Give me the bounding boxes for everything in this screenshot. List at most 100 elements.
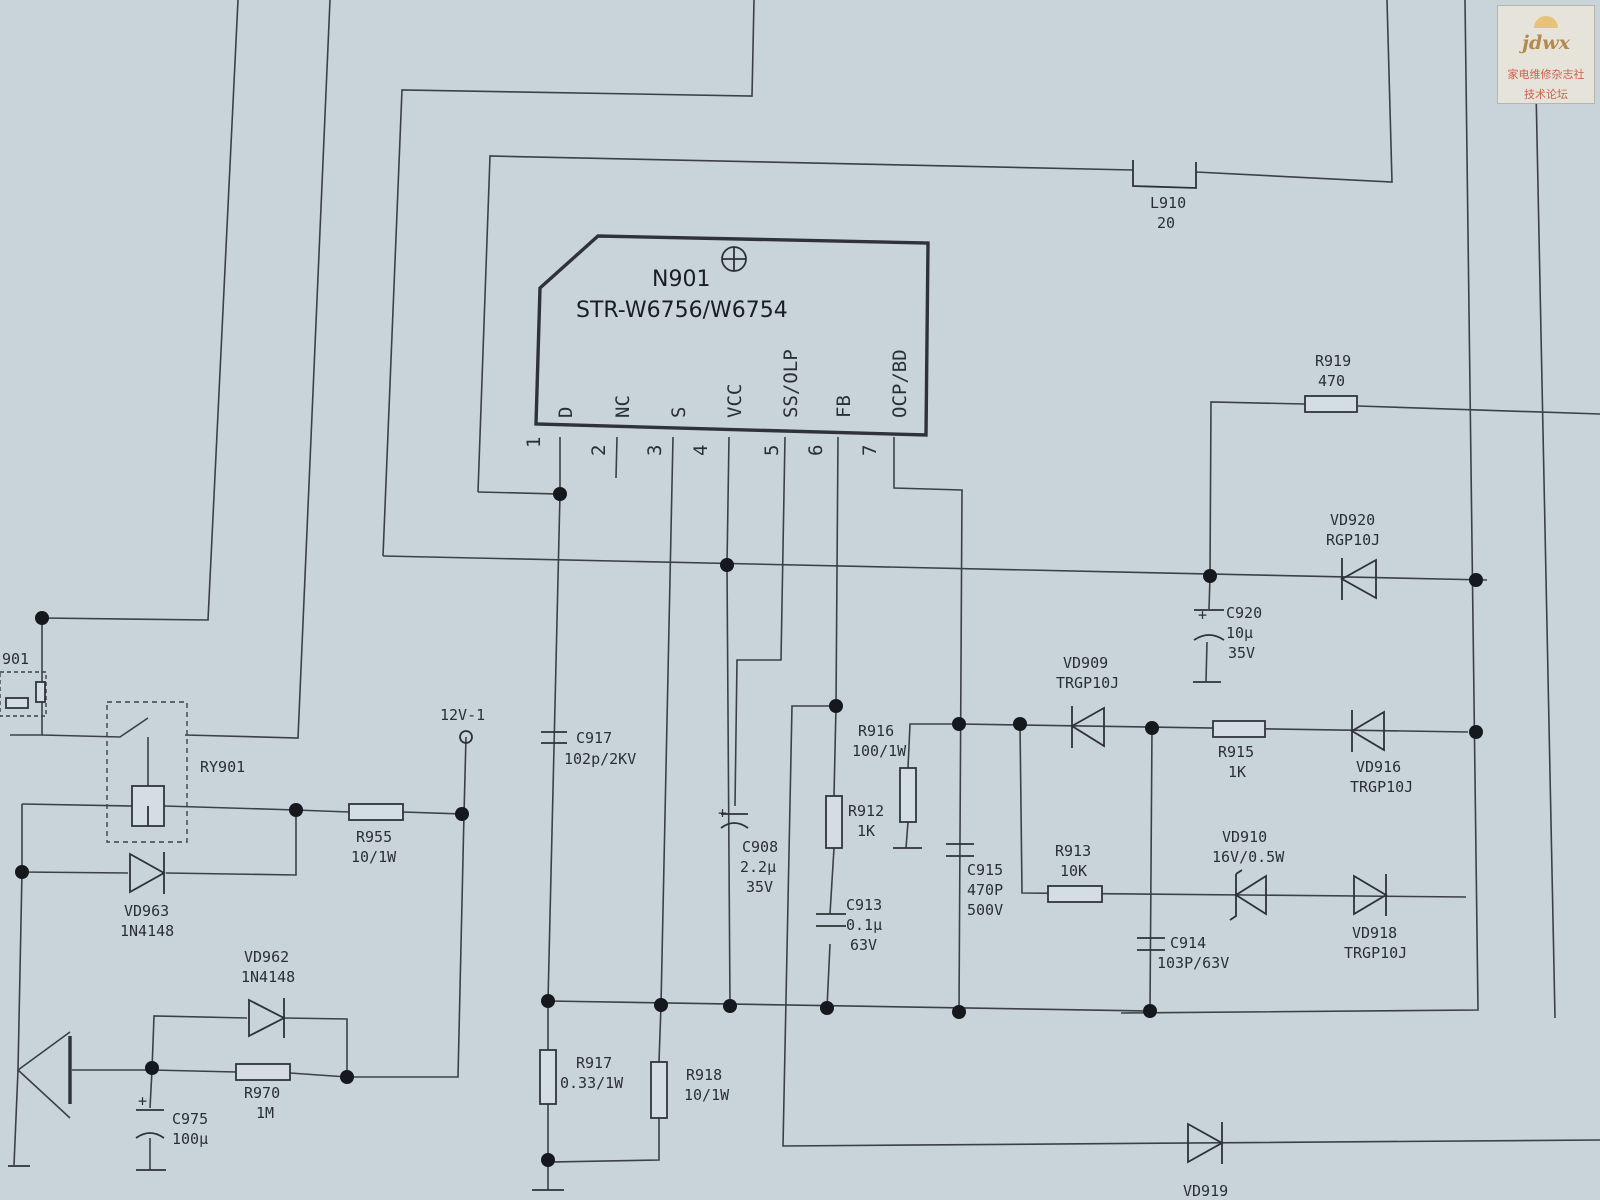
capacitor-c975: + C975 100µ	[135, 1092, 208, 1171]
r913-ref: R913	[1055, 842, 1091, 860]
vd918-value: TRGP10J	[1344, 944, 1407, 962]
resistor-r912: R912 1K	[825, 795, 884, 849]
capacitor-c914: C914 103P/63V	[1137, 934, 1229, 972]
pin-name-ss-olp: SS/OLP	[780, 349, 802, 418]
r915-value: 1K	[1228, 763, 1246, 781]
r970-ref: R970	[244, 1084, 280, 1102]
r918-value: 10/1W	[684, 1086, 730, 1104]
diode-vd909: VD909 TRGP10J	[1056, 654, 1119, 748]
partial-component-901: 901	[0, 650, 47, 717]
vd962-value: 1N4148	[241, 968, 295, 986]
logo-line1: 家电维修杂志社	[1507, 68, 1585, 81]
transistor	[8, 1036, 72, 1167]
c913-ref: C913	[846, 896, 882, 914]
pin-num-4: 4	[690, 445, 712, 456]
ic-n901: N901 STR-W6756/W6754 D NC S VCC SS/OLP F…	[523, 234, 930, 456]
pin-name-nc: NC	[612, 395, 634, 418]
resistor-r955: R955 10/1W	[348, 803, 404, 866]
vd916-value: TRGP10J	[1350, 778, 1413, 796]
r916-ref: R916	[858, 722, 894, 740]
diode-vd910: VD910 16V/0.5W	[1212, 828, 1285, 921]
pin-name-fb: FB	[833, 395, 855, 418]
c920-ref: C920	[1226, 604, 1262, 622]
pin-num-2: 2	[588, 445, 610, 456]
c908-value1: 2.2µ	[740, 858, 776, 876]
c915-ref: C915	[967, 861, 1003, 879]
ry901-ref: RY901	[200, 758, 245, 776]
svg-text:+: +	[718, 804, 727, 822]
r955-value: 10/1W	[351, 848, 397, 866]
c913-value2: 63V	[850, 936, 877, 954]
vd963-value: 1N4148	[120, 922, 174, 940]
l910-ref: L910	[1150, 194, 1186, 212]
resistor-r970: R970 1M	[235, 1063, 291, 1122]
capacitor-c913: C913 0.1µ 63V	[816, 896, 882, 954]
resistor-r916: R916 100/1W	[852, 722, 922, 849]
diode-vd920: VD920 RGP10J	[1326, 511, 1380, 600]
vd920-ref: VD920	[1330, 511, 1375, 529]
capacitor-c920: + C920 10µ 35V	[1193, 604, 1262, 683]
c975-ref: C975	[172, 1110, 208, 1128]
pin-num-6: 6	[805, 445, 827, 456]
pin-num-1: 1	[523, 437, 545, 448]
capacitor-c917: C917 102p/2KV	[541, 729, 636, 768]
logo-text: jdwx	[1522, 32, 1570, 54]
ic-ref-label: N901	[652, 267, 710, 292]
r917-value: 0.33/1W	[560, 1074, 624, 1092]
watermark-logo: jdwx 家电维修杂志社 技术论坛	[1497, 5, 1595, 104]
vd910-value: 16V/0.5W	[1212, 848, 1285, 866]
vd909-value: TRGP10J	[1056, 674, 1119, 692]
pin-name-s: S	[668, 407, 690, 418]
r913-value: 10K	[1060, 862, 1087, 880]
diode-vd919: VD919	[1183, 1122, 1228, 1200]
diode-vd962: VD962 1N4148	[241, 948, 295, 1038]
r916-value: 100/1W	[852, 742, 907, 760]
r912-value: 1K	[857, 822, 875, 840]
r955-ref: R955	[356, 828, 392, 846]
capacitor-c915: C915 470P 500V	[946, 843, 1003, 919]
diode-vd918: VD918 TRGP10J	[1344, 874, 1407, 962]
diode-vd963: VD963 1N4148	[120, 852, 174, 940]
c917-ref: C917	[576, 729, 612, 747]
c915-value2: 500V	[967, 901, 1003, 919]
vd916-ref: VD916	[1356, 758, 1401, 776]
c914-ref: C914	[1170, 934, 1206, 952]
vd963-ref: VD963	[124, 902, 169, 920]
c975-value: 100µ	[172, 1130, 208, 1148]
resistor-r917: R917 0.33/1W	[539, 1049, 624, 1105]
pin-name-ocp-bd: OCP/BD	[889, 349, 911, 418]
l910-value: 20	[1157, 214, 1175, 232]
vd920-value: RGP10J	[1326, 531, 1380, 549]
c914-value: 103P/63V	[1157, 954, 1229, 972]
inductor-l910: L910 20	[1132, 160, 1197, 232]
c908-value2: 35V	[746, 878, 773, 896]
vd909-ref: VD909	[1063, 654, 1108, 672]
vd910-ref: VD910	[1222, 828, 1267, 846]
r912-ref: R912	[848, 802, 884, 820]
svg-text:+: +	[1198, 606, 1207, 624]
resistor-r913: R913 10K	[1047, 842, 1103, 903]
c915-value1: 470P	[967, 881, 1003, 899]
logo-line2: 技术论坛	[1524, 88, 1568, 101]
relay-ry901: RY901	[106, 701, 245, 843]
partial-901-ref: 901	[2, 650, 29, 668]
pin-name-d: D	[555, 407, 577, 418]
c920-value1: 10µ	[1226, 624, 1253, 642]
vd919-ref: VD919	[1183, 1182, 1228, 1200]
pin-num-5: 5	[761, 445, 783, 456]
pin-num-3: 3	[644, 445, 666, 456]
pin-num-7: 7	[859, 445, 881, 456]
r919-value: 470	[1318, 372, 1345, 390]
c908-ref: C908	[742, 838, 778, 856]
power-label-12v: 12V-1	[440, 706, 485, 724]
c920-value2: 35V	[1228, 644, 1255, 662]
r970-value: 1M	[256, 1104, 274, 1122]
capacitor-c908: + C908 2.2µ 35V	[718, 804, 778, 896]
pin-name-vcc: VCC	[724, 384, 746, 418]
ic-part-label: STR-W6756/W6754	[576, 298, 788, 323]
power-terminal-12v: 12V-1	[440, 706, 485, 744]
r919-ref: R919	[1315, 352, 1351, 370]
r917-ref: R917	[576, 1054, 612, 1072]
resistor-r919: R919 470	[1304, 352, 1358, 413]
